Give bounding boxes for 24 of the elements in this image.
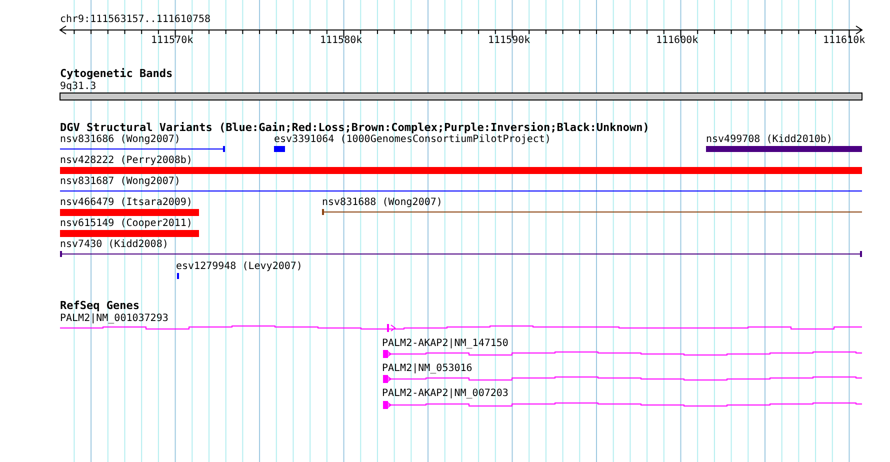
gene-label: PALM2-AKAP2|NM_007203 <box>382 388 508 400</box>
gene-label: PALM2-AKAP2|NM_147150 <box>382 338 508 350</box>
tick-label: 111580k <box>320 35 362 47</box>
tick-label: 111570k <box>151 35 194 47</box>
band-label: 9q31.3 <box>60 81 96 93</box>
variant-label: nsv499708 (Kidd2010b) <box>706 134 832 146</box>
track-heading: Cytogenetic Bands <box>60 68 173 80</box>
variant-label: esv1279948 (Levy2007) <box>176 261 302 273</box>
variant-label: nsv428222 (Perry2008b) <box>60 155 192 167</box>
variant-label: nsv615149 (Cooper2011) <box>60 218 192 230</box>
tick-label: 111590k <box>488 35 530 47</box>
track-heading: RefSeq Genes <box>60 300 140 312</box>
coordinate-label: chr9:111563157..111610758 <box>60 14 211 26</box>
gene-label: PALM2|NM_001037293 <box>60 313 168 325</box>
variant-label: esv3391064 (1000GenomesConsortiumPilotProject) <box>274 134 551 146</box>
variant-label: nsv831686 (Wong2007) <box>60 134 180 146</box>
variant-label: nsv7430 (Kidd2008) <box>60 239 168 251</box>
tick-label: 111600k <box>656 35 698 47</box>
gene-label: PALM2|NM_053016 <box>382 363 472 375</box>
variant-label: nsv831687 (Wong2007) <box>60 176 180 188</box>
variant-label: nsv466479 (Itsara2009) <box>60 197 192 209</box>
track-heading: DGV Structural Variants (Blue:Gain;Red:Loss;Brown:Complex;Purple:Inversion;Black:Unknown) <box>60 122 650 134</box>
tick-label: 111610k <box>823 35 866 47</box>
variant-label: nsv831688 (Wong2007) <box>322 197 442 209</box>
